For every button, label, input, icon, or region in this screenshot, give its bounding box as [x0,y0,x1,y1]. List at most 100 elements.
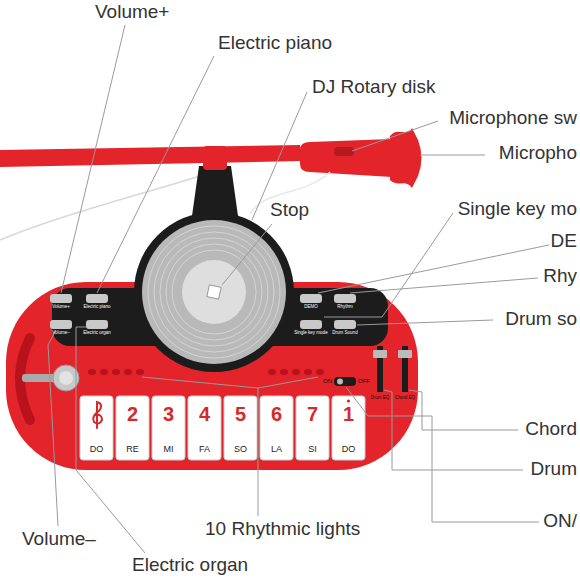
switch-label: OFF [358,378,370,385]
key-surface [188,396,221,460]
note-number: 1 [343,404,354,424]
key-surface [152,396,185,460]
mic-holder [203,146,227,170]
mic-boom [0,145,300,167]
microphone-switch [334,147,354,156]
callout-label: Electric piano [218,33,332,54]
leader-line [384,390,523,470]
rhythm-light [316,369,324,375]
note-number: 4 [199,404,210,424]
note-name: DO [90,445,104,454]
disk-groove [166,244,262,340]
rhythm-light [304,369,312,375]
slider-knob [398,350,412,358]
leader-line [258,377,318,388]
button [50,294,72,303]
piano-key: 4FA [188,396,221,460]
microphone-head [390,128,422,188]
callout-label: Drum so [505,309,577,330]
callout-label: ON/ [543,511,577,532]
key-surface [116,396,149,460]
octave-dot [347,399,350,402]
dj-disk [142,220,286,364]
note-name: DO [342,445,356,454]
leader-line [352,121,438,151]
piano-key: DO [80,396,113,460]
note-name: LA [271,445,282,454]
leader-line [142,377,258,516]
note-name: FA [199,445,210,454]
callout-label: 10 Rhythmic lights [205,519,360,540]
leader-line [97,56,214,293]
callout-label: Microphone sw [449,108,577,129]
mic-stand [192,166,238,216]
treble-clef [93,402,102,428]
rhythm-light [100,369,108,375]
disk-groove [148,226,280,358]
leader-line [324,213,453,317]
volume-wheel [53,365,79,391]
rhythm-light [280,369,288,375]
rhythm-light [268,369,276,375]
rhythm-light [292,369,300,375]
callout-label: Electric organ [132,555,248,576]
button-label: Rhythm [337,305,353,310]
callout-label: Volume– [22,529,96,550]
note-name: SO [234,445,247,454]
key-surface [296,396,329,460]
leader-line [222,224,272,285]
note-name: MI [164,445,174,454]
dj-disk-rim [134,212,294,372]
button [300,320,322,329]
slider-knob [373,350,387,358]
button-label: Volume– [52,331,70,336]
button [86,294,108,303]
piano-key: 6LA [260,396,293,460]
button [50,320,72,329]
disk-groove [160,238,268,346]
callout-label: DE [551,231,577,252]
disk-groove [154,232,274,352]
callout-label: DJ Rotary disk [312,77,436,98]
stop-button [207,285,221,299]
piano-key: 5SO [224,396,257,460]
rhythm-light [136,369,144,375]
piano-key: 2RE [116,396,149,460]
button [86,320,108,329]
note-number: 6 [271,404,282,424]
piano-key: 7SI [296,396,329,460]
callout-label: Volume+ [95,2,169,23]
rhythm-light [88,369,96,375]
button-label: Single key mode [294,331,327,336]
microphone-handle [300,139,392,177]
callout-label: Stop [270,200,309,221]
disk-groove [172,250,256,334]
disk-cap [182,260,246,324]
rhythm-light [112,369,120,375]
button [334,320,356,329]
volume-wheel-cap [59,371,73,385]
note-number: 2 [127,404,138,424]
power-switch-knob [337,379,343,385]
button-label: Volume+ [52,305,70,310]
leader-line [409,390,518,430]
note-number: 7 [307,404,318,424]
rhythm-light [124,369,132,375]
callout-label: Rhy [543,266,577,287]
leader-line [357,320,493,325]
note-number: 5 [235,404,246,424]
leader-line [318,245,549,293]
button [334,294,356,303]
leader-line [48,330,58,526]
callout-label: Chord [525,419,577,440]
callout-label: Single key mo [458,199,577,220]
power-switch [334,377,356,386]
note-name: SI [308,445,317,454]
slider-label: Chord EQ [395,396,415,401]
key-surface [224,396,257,460]
piano-key: 1DO [332,396,365,460]
leader-line [420,155,485,156]
slider-label: Drum EQ [371,396,390,401]
